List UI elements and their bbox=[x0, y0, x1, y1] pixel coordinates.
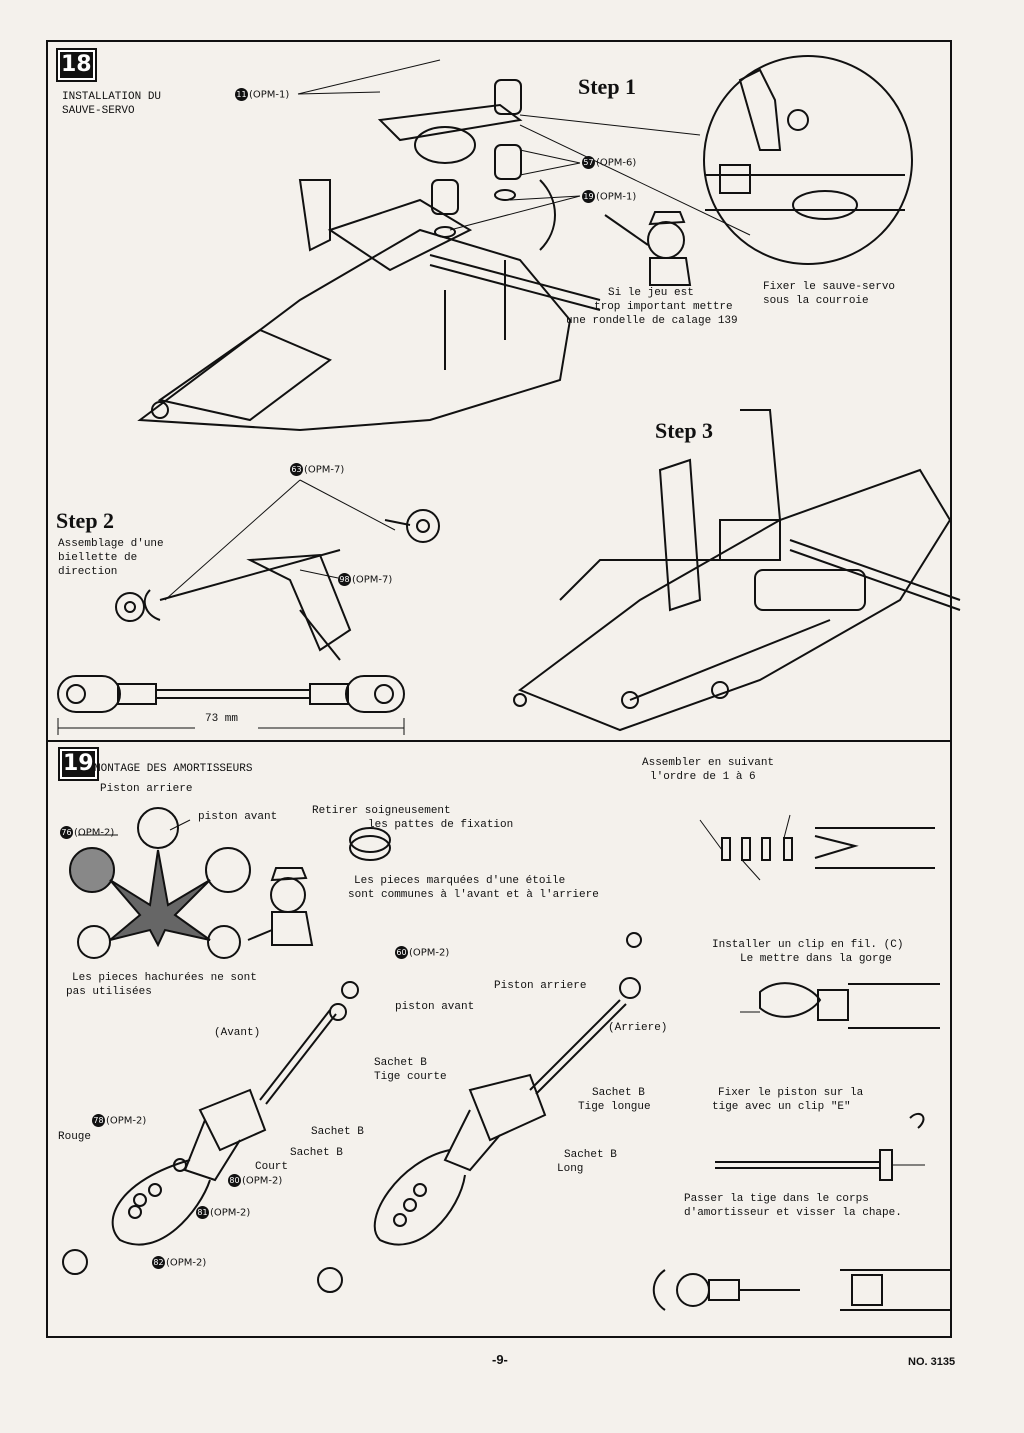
part-ref-opm2-c: 81(OPM-2) bbox=[196, 1206, 251, 1219]
step2-note-line3: direction bbox=[58, 566, 118, 578]
remove-tabs-line1: Retirer soigneusement bbox=[312, 805, 451, 817]
step-18-title-line2: SAUVE-SERVO bbox=[62, 105, 135, 117]
order-note-line1: Assembler en suivant bbox=[642, 757, 775, 769]
shim-note-line2: trop important mettre bbox=[594, 301, 733, 313]
part-ref-opm7-a: 63(OPM-7) bbox=[290, 463, 345, 476]
hatched-note-line1: Les pieces hachurées ne sont bbox=[72, 972, 257, 984]
part-ref-opm2-b: 80(OPM-2) bbox=[228, 1174, 283, 1187]
long-label: Long bbox=[557, 1163, 584, 1175]
front-label: (Avant) bbox=[214, 1027, 261, 1039]
piston-fix-line2: tige avec un clip "E" bbox=[712, 1101, 851, 1113]
part-ref-opm2-sprue: 76(OPM-2) bbox=[60, 826, 115, 839]
part-ref-opm2-clip: 60(OPM-2) bbox=[395, 946, 450, 959]
sachet-b-long-body: Sachet B bbox=[564, 1149, 617, 1161]
pass-rod-line2: d'amortisseur et visser la chape. bbox=[684, 1207, 902, 1219]
piston-rear-label-b: Piston arriere bbox=[494, 980, 587, 992]
short-rod-label: Tige courte bbox=[374, 1071, 447, 1083]
page-number: -9- bbox=[492, 1352, 508, 1367]
part-ref-opm1-b: 19(OPM-1) bbox=[582, 190, 637, 203]
short-label: Court bbox=[255, 1161, 289, 1173]
document-number: NO. 3135 bbox=[908, 1356, 956, 1368]
sachet-b-o-ring: Sachet B bbox=[311, 1126, 364, 1138]
clip-note-line2: Le mettre dans la gorge bbox=[740, 953, 892, 965]
section-divider bbox=[46, 740, 952, 742]
rear-label: (Arriere) bbox=[608, 1022, 668, 1034]
part-ref-opm2-a: 78(OPM-2) bbox=[92, 1114, 147, 1127]
shim-note-line3: une rondelle de calage 139 bbox=[566, 315, 738, 327]
sachet-b-long-rod: Sachet B bbox=[592, 1087, 645, 1099]
part-ref-opm6: 57(OPM-6) bbox=[582, 156, 637, 169]
star-note-line2: sont communes à l'avant et à l'arriere bbox=[348, 889, 599, 901]
clip-note-line1: Installer un clip en fil. (C) bbox=[712, 939, 904, 951]
step-19-title: MONTAGE DES AMORTISSEURS bbox=[94, 763, 253, 775]
piston-rear-label: Piston arriere bbox=[100, 783, 193, 795]
remove-tabs-line2: les pattes de fixation bbox=[368, 819, 514, 831]
star-note-line1: Les pieces marquées d'une étoile bbox=[354, 875, 566, 887]
order-note-line2: l'ordre de 1 à 6 bbox=[650, 771, 756, 783]
red-label: Rouge bbox=[58, 1131, 92, 1143]
piston-fix-line1: Fixer le piston sur la bbox=[718, 1087, 864, 1099]
step3-heading: Step 3 bbox=[655, 418, 714, 443]
long-rod-label: Tige longue bbox=[578, 1101, 651, 1113]
piston-front-label: piston avant bbox=[198, 811, 278, 823]
pass-rod-line1: Passer la tige dans le corps bbox=[684, 1193, 869, 1205]
step1-heading: Step 1 bbox=[578, 74, 637, 99]
hatched-note-line2: pas utilisées bbox=[66, 986, 152, 998]
part-ref-opm2-d: 82(OPM-2) bbox=[152, 1256, 207, 1269]
step-18-number: 18 bbox=[56, 48, 97, 82]
sachet-b-short-rod: Sachet B bbox=[374, 1057, 427, 1069]
sachet-b-short-body: Sachet B bbox=[290, 1147, 343, 1159]
page-frame bbox=[46, 40, 952, 1338]
step-19-number: 19 bbox=[58, 747, 99, 781]
part-ref-opm7-b: 98(OPM-7) bbox=[338, 573, 393, 586]
fix-note-line1: Fixer le sauve-servo bbox=[763, 281, 896, 293]
rod-length-label: 73 mm bbox=[205, 713, 239, 725]
step2-note-line2: biellette de bbox=[58, 552, 138, 564]
fix-note-line2: sous la courroie bbox=[763, 295, 869, 307]
step2-heading: Step 2 bbox=[56, 508, 115, 533]
part-ref-opm1-a: 11(OPM-1) bbox=[235, 88, 290, 101]
piston-front-label-b: piston avant bbox=[395, 1001, 475, 1013]
step-18-title-line1: INSTALLATION DU bbox=[62, 91, 162, 103]
step2-note-line1: Assemblage d'une bbox=[58, 538, 164, 550]
shim-note-line1: Si le jeu est bbox=[608, 287, 694, 299]
